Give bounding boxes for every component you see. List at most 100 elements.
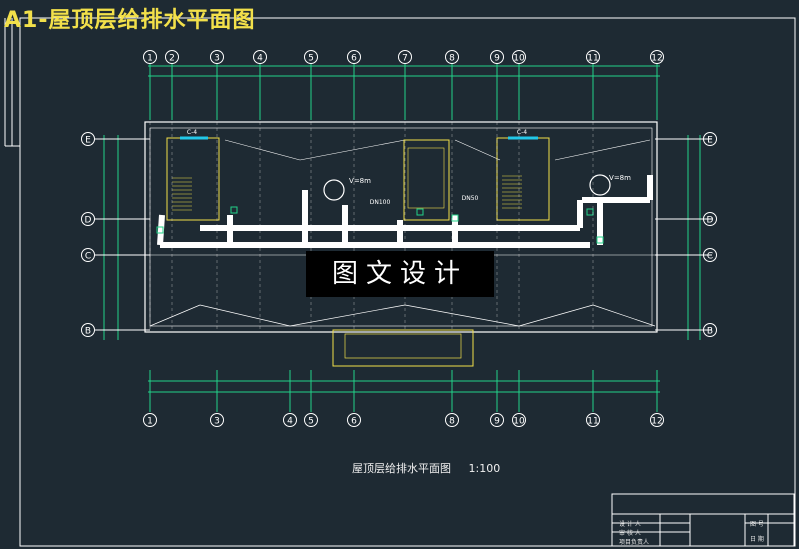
title-block-date: 日 期 — [750, 536, 764, 543]
axis-bubble-left-E — [81, 132, 95, 146]
axis-bubble-bottom-11 — [586, 413, 600, 427]
axis-bubble-top-6 — [347, 50, 361, 64]
axis-bubble-right-D — [703, 212, 717, 226]
elevator-shaft — [407, 147, 445, 209]
axis-bubble-bottom-10-label: 10 — [513, 417, 525, 427]
axis-bubble-left-E-label: E — [85, 136, 91, 146]
axis-bubble-bottom-8-label: 8 — [449, 417, 455, 427]
plan-caption: 屋顶层给排水平面图 1:100 — [352, 460, 514, 476]
roof-slope-line-3 — [404, 304, 520, 327]
axis-bubble-top-11-label: 11 — [587, 54, 598, 64]
axis-bubble-top-3 — [210, 50, 224, 64]
roof-ridge-line-3 — [554, 139, 651, 161]
axis-bubble-bottom-8 — [445, 413, 459, 427]
axis-bubble-top-8-label: 8 — [449, 54, 455, 64]
axis-bubble-bottom-6 — [347, 413, 361, 427]
plan-caption-name: 屋顶层给排水平面图 — [352, 462, 451, 475]
axis-bubble-left-C-label: C — [85, 252, 91, 262]
axis-bubble-top-12 — [650, 50, 664, 64]
axis-bubble-left-D-label: D — [85, 216, 92, 226]
pipe-label-main: DN100 — [370, 199, 391, 206]
axis-bubble-bottom-3 — [210, 413, 224, 427]
axis-bubble-top-4-label: 4 — [257, 54, 263, 64]
roof-ridge-line-0 — [224, 139, 301, 161]
title-block-lead: 项目负责人 — [619, 539, 650, 546]
axis-bubble-top-5-label: 5 — [308, 54, 314, 64]
axis-bubble-left-B — [81, 323, 95, 337]
tank-label-right: V=8m — [609, 174, 631, 182]
axis-bubble-right-C-label: C — [707, 252, 713, 262]
title-block-designer: 设 计 人 — [619, 521, 641, 528]
canopy-inner — [344, 333, 462, 359]
axis-bubble-right-B — [703, 323, 717, 337]
watermark-label: 图文设计 — [306, 251, 494, 297]
axis-bubble-bottom-5 — [304, 413, 318, 427]
axis-bubble-top-10 — [512, 50, 526, 64]
room-label-right: C-4 — [517, 129, 527, 136]
roof-ridge-line-2 — [454, 139, 501, 161]
axis-bubble-top-3-label: 3 — [214, 54, 220, 64]
axis-bubble-right-B-label: B — [707, 327, 713, 337]
axis-bubble-bottom-1-label: 1 — [147, 417, 153, 427]
axis-bubble-top-1-label: 1 — [147, 54, 153, 64]
plan-caption-scale: 1:100 — [468, 462, 501, 475]
axis-bubble-bottom-4-label: 4 — [287, 417, 293, 427]
axis-bubble-top-10-label: 10 — [513, 54, 525, 64]
roof-slope-line-2 — [289, 304, 406, 327]
stair-core-left — [166, 137, 220, 221]
axis-bubble-bottom-12-label: 12 — [651, 417, 662, 427]
axis-bubble-top-7 — [398, 50, 412, 64]
roof-drain-0 — [156, 226, 164, 234]
roof-slope-line-4 — [518, 304, 594, 327]
axis-bubble-bottom-9 — [490, 413, 504, 427]
axis-bubble-bottom-1 — [143, 413, 157, 427]
room-label-left: C-4 — [187, 129, 197, 136]
axis-bubble-bottom-12 — [650, 413, 664, 427]
water-tank-right — [589, 174, 611, 196]
tank-label-left: V=8m — [349, 177, 371, 185]
axis-bubble-bottom-4 — [283, 413, 297, 427]
drawing-title: A1-屋顶层给排水平面图 — [4, 8, 256, 33]
axis-bubble-right-C — [703, 248, 717, 262]
roof-slope-line-0 — [149, 304, 201, 327]
roof-drain-2 — [416, 208, 424, 216]
axis-bubble-bottom-6-label: 6 — [351, 417, 357, 427]
roof-drain-1 — [230, 206, 238, 214]
axis-bubble-top-11 — [586, 50, 600, 64]
roof-slope-line-5 — [592, 304, 656, 327]
axis-bubble-right-D-label: D — [707, 216, 714, 226]
drain-pipe-segment-0 — [157, 214, 165, 246]
axis-bubble-top-9-label: 9 — [494, 54, 500, 64]
axis-bubble-top-2-label: 2 — [169, 54, 175, 64]
title-block-reviewer: 审 核 人 — [619, 530, 641, 537]
canopy-outer — [332, 329, 474, 367]
axis-bubble-right-E — [703, 132, 717, 146]
roof-slope-line-1 — [199, 304, 291, 327]
roof-drain-4 — [586, 208, 594, 216]
elevator-machine-room — [403, 139, 450, 221]
axis-bubble-top-8 — [445, 50, 459, 64]
axis-bubble-top-2 — [165, 50, 179, 64]
roof-ridge-line-1 — [299, 139, 406, 161]
axis-bubble-top-4 — [253, 50, 267, 64]
water-tank-left — [323, 179, 345, 201]
axis-bubble-top-5 — [304, 50, 318, 64]
axis-bubble-bottom-3-label: 3 — [214, 417, 220, 427]
axis-bubble-bottom-10 — [512, 413, 526, 427]
title-block — [611, 493, 795, 547]
pipe-label-branch: DN50 — [462, 195, 479, 202]
axis-bubble-bottom-11-label: 11 — [587, 417, 598, 427]
roof-drain-5 — [596, 236, 604, 244]
axis-bubble-bottom-9-label: 9 — [494, 417, 500, 427]
axis-bubble-right-E-label: E — [707, 136, 713, 146]
axis-bubble-top-6-label: 6 — [351, 54, 357, 64]
axis-bubble-top-9 — [490, 50, 504, 64]
title-block-drawing-no: 图 号 — [750, 521, 764, 528]
axis-bubble-top-1 — [143, 50, 157, 64]
axis-bubble-left-B-label: B — [85, 327, 91, 337]
axis-bubble-left-C — [81, 248, 95, 262]
axis-bubble-top-12-label: 12 — [651, 54, 662, 64]
axis-bubble-bottom-5-label: 5 — [308, 417, 314, 427]
